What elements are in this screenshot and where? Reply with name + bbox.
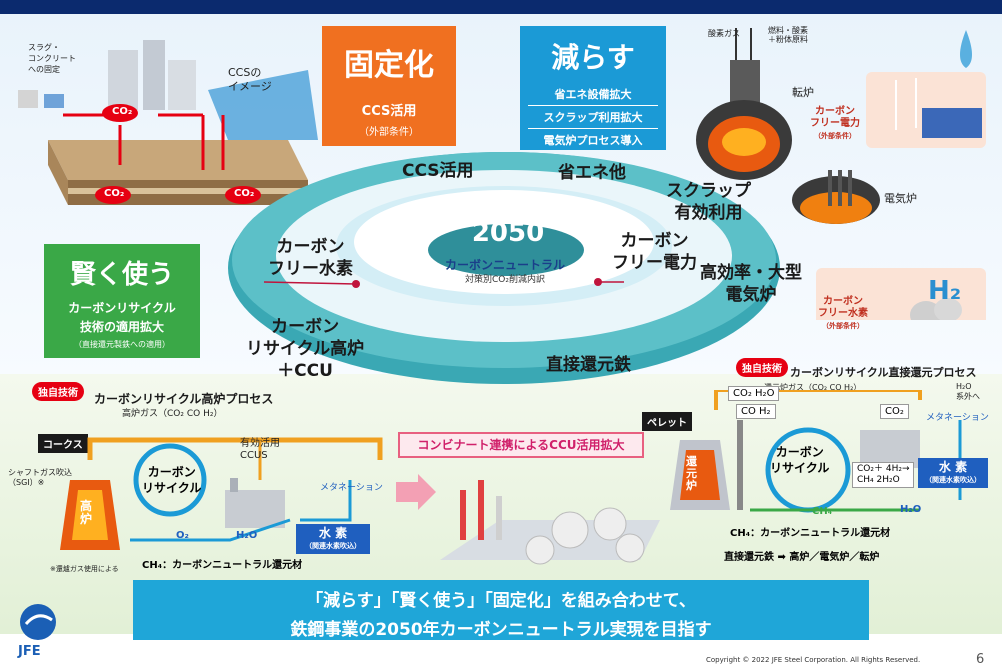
fix-line2: （外部条件）: [359, 127, 419, 138]
left-h2o-label: H₂O: [236, 530, 258, 541]
jfe-logo-text: JFE: [18, 644, 41, 659]
ring-center-sub: 対策別CO₂削減内訳: [465, 275, 545, 285]
ring-cf-power: カーボン フリー電力: [612, 231, 697, 273]
middle-label: コンビナート連携によるCCU活用拡大: [398, 432, 644, 458]
top-bar: [0, 0, 1002, 14]
right-output-right: 高炉／電気炉／転炉: [789, 552, 880, 563]
left-use-label: 有効活用 CCUS: [240, 438, 280, 461]
smart-box: 賢く使う カーボンリサイクル 技術の適用拡大 （直接還元製鉄への適用）: [44, 244, 200, 358]
right-process-title: カーボンリサイクル直接還元プロセス: [790, 366, 977, 379]
ring-center-title: カーボンニュートラル: [444, 258, 565, 272]
footer-banner: 「減らす」「賢く使う」「固定化」を組み合わせて、 鉄鋼事業の2050年カーボンニ…: [133, 580, 869, 640]
ring-eaf: 高効率・大型 電気炉: [700, 263, 802, 305]
left-process-diagram: [60, 437, 383, 550]
left-o2-label: O₂: [176, 530, 189, 541]
right-output-left: 直接還元鉄: [724, 552, 774, 563]
cf-h2-note: （外部条件）: [822, 322, 864, 330]
ring-energy: 省エネ他: [558, 163, 626, 183]
right-box-3: CO₂: [880, 404, 909, 419]
slag-label: スラグ・ コンクリート への固定: [28, 43, 76, 74]
left-cycle-label: カーボン リサイクル: [142, 465, 202, 495]
eaf-label: 電気炉: [884, 192, 917, 205]
left-gas-label: 高炉ガス（CO₂ CO H₂）: [122, 409, 223, 419]
right-h2-box: 水 素 （関連水素吹込）: [918, 458, 988, 488]
fix-title: 固定化: [344, 48, 434, 83]
fix-line1: CCS活用: [361, 104, 417, 119]
right-process-diagram: [670, 390, 962, 513]
left-h2-box: 水 素 （関連水素吹込）: [296, 524, 370, 554]
reduce-title: 減らす: [551, 41, 635, 74]
right-furnace-label: 還 元 炉: [686, 455, 697, 492]
right-out-label: H₂O 系外へ: [956, 382, 980, 401]
ring-year: 2050: [471, 218, 545, 248]
smart-line3: （直接還元製鉄への適用）: [74, 340, 170, 349]
right-box-1: CO₂ H₂O: [728, 386, 780, 401]
ring-scrap: スクラップ 有効利用: [666, 181, 751, 223]
right-badge: 独自技術: [736, 358, 788, 377]
left-process-title: カーボンリサイクル高炉プロセス: [94, 392, 274, 406]
right-output-arrow: ➡: [777, 552, 790, 563]
ring-ccs: CCS活用: [402, 161, 474, 181]
cf-power-note: （外部条件）: [814, 132, 856, 140]
jfe-logo-icon: [20, 604, 56, 640]
ring-cf-h2: カーボン フリー水素: [268, 237, 353, 279]
left-badge: 独自技術: [32, 382, 84, 401]
pellet-label: ペレット: [642, 412, 692, 431]
smart-title: 賢く使う: [69, 260, 174, 290]
page-number: 6: [976, 652, 985, 667]
ring-dri: 直接還元鉄: [546, 355, 631, 375]
fuel-label: 燃料・酸素 ＋粉体原料: [768, 26, 808, 44]
right-h2-note: （関連水素吹込）: [925, 476, 981, 484]
sgi-label: シャフトガス吹込 （SGI）※: [8, 468, 72, 487]
cf-h2-text: カーボン フリー水素: [818, 296, 868, 319]
oxygen-gas-label: 酸素ガス: [708, 29, 740, 38]
right-h2-text: 水 素: [938, 460, 968, 474]
right-box-2: CO H₂: [736, 404, 776, 419]
right-h2o-label: H₂O: [900, 504, 922, 515]
right-cycle-label: カーボン リサイクル: [770, 445, 830, 475]
co2-label-2: CO₂: [104, 188, 125, 199]
footer-line2: 鉄鋼事業の2050年カーボンニュートラル実現を目指す: [290, 620, 712, 640]
reduce-item-1: 省エネ設備拡大: [528, 86, 658, 106]
left-h2-note: （関連水素吹込）: [305, 542, 361, 550]
right-methanation-label: メタネーション: [926, 413, 989, 423]
target-ring: [228, 152, 780, 384]
converter-label: 転炉: [792, 86, 814, 99]
cf-power-text: カーボン フリー電力: [810, 106, 860, 129]
left-ch4-label: CH₄：カーボンニュートラル還元材: [142, 560, 303, 571]
left-furnace-label: 高 炉: [80, 499, 93, 526]
furnace-illustration: [696, 28, 986, 320]
reduce-box: 減らす 省エネ設備拡大 スクラップ利用拡大 電気炉プロセス導入: [520, 26, 666, 150]
h2-symbol: H₂: [928, 276, 962, 306]
ccs-image-label: CCSの イメージ: [228, 66, 272, 93]
left-methanation-label: メタネーション: [320, 483, 383, 493]
reduce-item-2: スクラップ利用拡大: [528, 109, 658, 129]
combinat-illustration: [440, 480, 660, 565]
left-note: ※還爐ガス使用による: [50, 565, 119, 573]
right-ch4-small: CH₄: [812, 506, 833, 517]
right-output: 直接還元鉄 ➡ 高炉／電気炉／転炉: [724, 548, 879, 563]
footer-line1: 「減らす」「賢く使う」「固定化」を組み合わせて、: [306, 591, 696, 611]
ring-bf: カーボン リサイクル高炉 ＋CCU: [246, 317, 365, 381]
co2-label-3: CO₂: [234, 188, 255, 199]
right-reaction: CO₂＋ 4H₂→ CH₄ 2H₂O: [852, 462, 915, 488]
right-gas-label: 還元炉ガス（CO₂ CO H₂）: [764, 383, 862, 392]
fix-box: 固定化 CCS活用 （外部条件）: [322, 26, 456, 146]
coke-label: コークス: [38, 434, 88, 453]
left-h2-text: 水 素: [318, 526, 348, 540]
cf-power-label: カーボン フリー電力 （外部条件）: [810, 106, 860, 142]
ccs-illustration: [18, 40, 318, 205]
co2-label-1: CO₂: [112, 106, 133, 117]
smart-line2: 技術の適用拡大: [79, 320, 164, 334]
copyright: Copyright © 2022 JFE Steel Corporation. …: [706, 656, 921, 664]
arrow-to-combinat: [396, 474, 436, 510]
smart-line1: カーボンリサイクル: [68, 301, 176, 315]
cf-h2-label: カーボン フリー水素 （外部条件）: [818, 296, 868, 332]
reduce-item-3: 電気炉プロセス導入: [543, 134, 643, 147]
right-ch4-label: CH₄：カーボンニュートラル還元材: [730, 528, 891, 539]
